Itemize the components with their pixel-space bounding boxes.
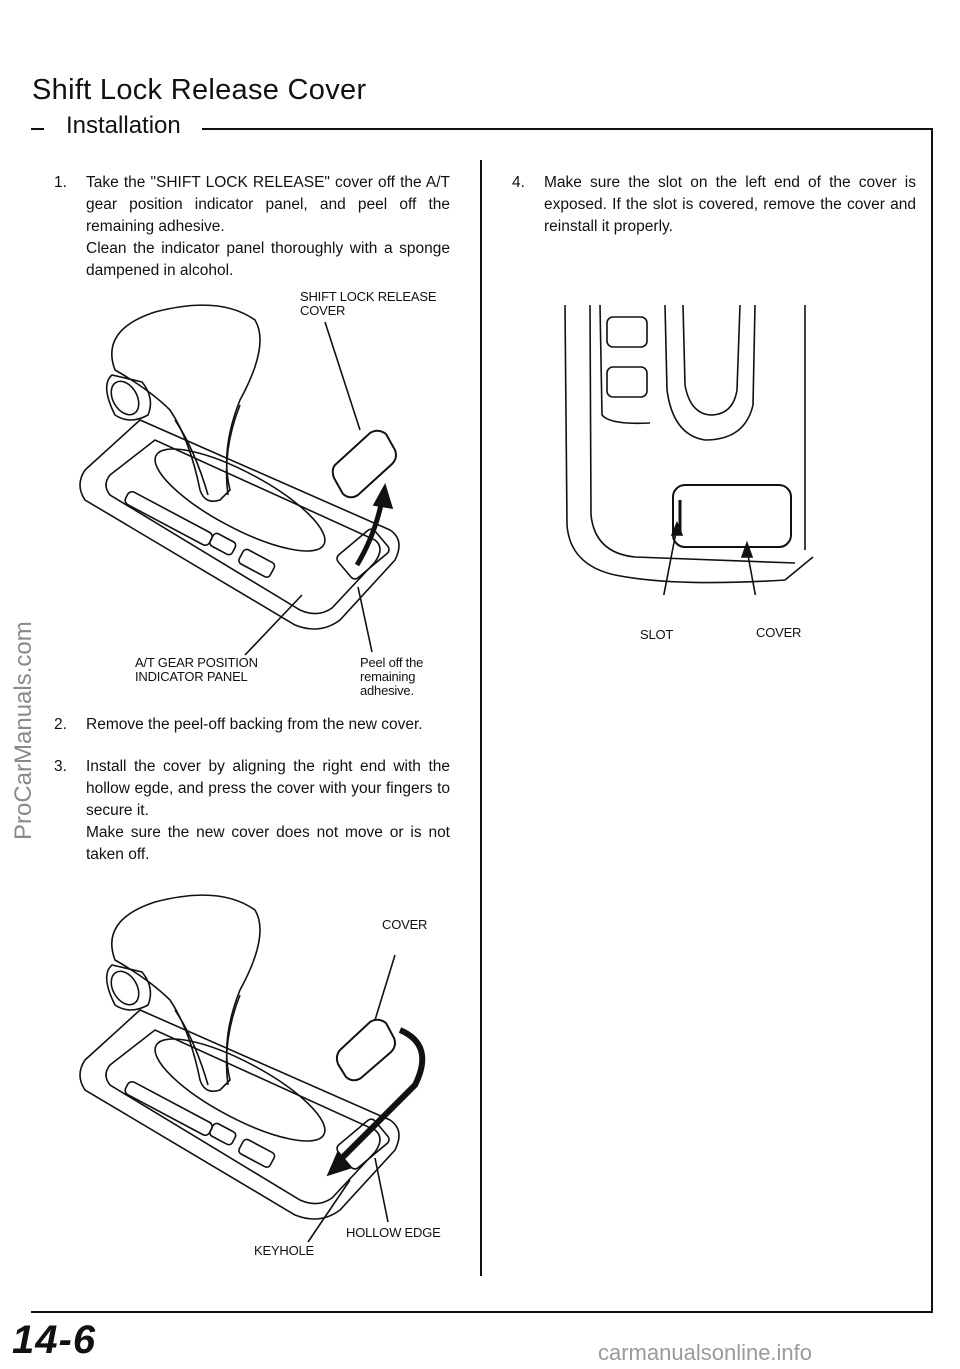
knob-button bbox=[105, 964, 152, 1011]
watermark-bottom: carmanualsonline.info bbox=[598, 1340, 813, 1365]
step-text: Make sure the new cover does not move or… bbox=[86, 824, 450, 863]
label-text: remaining bbox=[360, 669, 416, 684]
label-text: SHIFT LOCK RELEASE bbox=[300, 289, 437, 304]
label-shift-lock-cover: SHIFT LOCK RELEASE COVER bbox=[300, 289, 437, 318]
panel-left-edge bbox=[564, 304, 814, 584]
install-arrow-head bbox=[326, 1150, 352, 1177]
step-number: 1. bbox=[54, 174, 67, 191]
label-text: INDICATOR PANEL bbox=[135, 669, 248, 684]
new-cover bbox=[335, 1018, 396, 1082]
section-heading: Installation bbox=[60, 112, 187, 140]
shift-knob bbox=[111, 304, 261, 503]
gate-slot bbox=[664, 304, 756, 441]
lamp-frame bbox=[599, 304, 651, 425]
content-frame bbox=[31, 128, 933, 1313]
indicator-lamp-1 bbox=[209, 1122, 237, 1146]
indicator-lamp-2 bbox=[238, 548, 276, 578]
slot-arrow-head bbox=[670, 520, 684, 536]
step-text: Make sure the slot on the left end of th… bbox=[544, 174, 916, 235]
frame-top-tick bbox=[31, 128, 44, 130]
step-4: 4. Make sure the slot on the left end of… bbox=[512, 172, 916, 238]
page-number: 14-6 bbox=[12, 1318, 97, 1362]
label-hollow-edge: HOLLOW EDGE bbox=[346, 1225, 441, 1240]
label-text: A/T GEAR POSITION bbox=[135, 655, 258, 670]
label-text: Peel off the bbox=[360, 655, 424, 670]
shift-knob bbox=[111, 894, 261, 1093]
step-3: 3. Install the cover by aligning the rig… bbox=[54, 756, 450, 866]
gate-slot-inner bbox=[682, 304, 741, 416]
leader-cover bbox=[746, 549, 757, 595]
indicator-lamps bbox=[124, 490, 213, 546]
label-cover-installed: COVER bbox=[756, 625, 802, 640]
shift-gate bbox=[154, 448, 326, 552]
step-text: Install the cover by aligning the right … bbox=[86, 758, 450, 819]
shift-gate bbox=[154, 1038, 326, 1142]
indicator-panel-outline bbox=[79, 419, 400, 630]
shift-lever bbox=[174, 404, 241, 496]
figure-2-illustration bbox=[79, 894, 426, 1243]
cover-arrow-head bbox=[740, 540, 754, 558]
label-keyhole: KEYHOLE bbox=[254, 1243, 315, 1258]
lamp-1 bbox=[606, 316, 648, 348]
step-number: 2. bbox=[54, 716, 67, 733]
indicator-panel-inner bbox=[105, 439, 381, 615]
step-number: 4. bbox=[512, 174, 525, 191]
step-text: Clean the indicator panel thoroughly wit… bbox=[86, 240, 450, 279]
page-title: Shift Lock Release Cover bbox=[32, 74, 367, 106]
leader-peel bbox=[357, 586, 373, 653]
figure-3-illustration bbox=[564, 304, 814, 595]
shift-lever bbox=[174, 994, 241, 1086]
release-cover bbox=[331, 429, 397, 499]
leader-cover bbox=[374, 954, 396, 1021]
indicator-lamp-1 bbox=[209, 532, 237, 556]
step-2: 2. Remove the peel-off backing from the … bbox=[54, 714, 450, 736]
knob-button-end bbox=[110, 970, 140, 1006]
indicator-lamps bbox=[124, 1080, 213, 1136]
step-1: 1. Take the "SHIFT LOCK RELEASE" cover o… bbox=[54, 172, 450, 282]
leader-panel bbox=[244, 594, 303, 656]
leader-slot bbox=[663, 526, 678, 595]
knob-button bbox=[105, 374, 152, 421]
watermark-side: ProCarManuals.com bbox=[10, 621, 37, 840]
step-number: 3. bbox=[54, 758, 67, 775]
indicator-panel-inner bbox=[105, 1029, 381, 1205]
lift-arrow-head bbox=[372, 482, 394, 510]
knob-button-end bbox=[110, 380, 140, 416]
step-text: Remove the peel-off backing from the new… bbox=[86, 716, 423, 733]
label-text: adhesive. bbox=[360, 683, 414, 698]
panel-inner-edge bbox=[589, 304, 796, 564]
release-recess bbox=[336, 528, 390, 580]
installed-cover bbox=[672, 484, 792, 548]
label-slot: SLOT bbox=[640, 627, 674, 642]
label-indicator-panel: A/T GEAR POSITION INDICATOR PANEL bbox=[135, 656, 258, 684]
label-peel-adhesive: Peel off the remaining adhesive. bbox=[360, 656, 423, 698]
leader-hollow bbox=[374, 1157, 389, 1223]
label-text: COVER bbox=[300, 303, 346, 318]
install-arrow bbox=[332, 1027, 426, 1168]
lamp-2 bbox=[606, 366, 648, 398]
label-cover: COVER bbox=[382, 917, 428, 932]
leader-cover bbox=[324, 321, 361, 431]
leader-keyhole bbox=[307, 1179, 351, 1243]
column-divider bbox=[480, 160, 482, 1276]
indicator-panel-outline bbox=[79, 1009, 400, 1220]
figure-1-illustration bbox=[79, 304, 400, 656]
step-text: Take the "SHIFT LOCK RELEASE" cover off … bbox=[86, 174, 450, 235]
indicator-lamp-2 bbox=[238, 1138, 276, 1168]
